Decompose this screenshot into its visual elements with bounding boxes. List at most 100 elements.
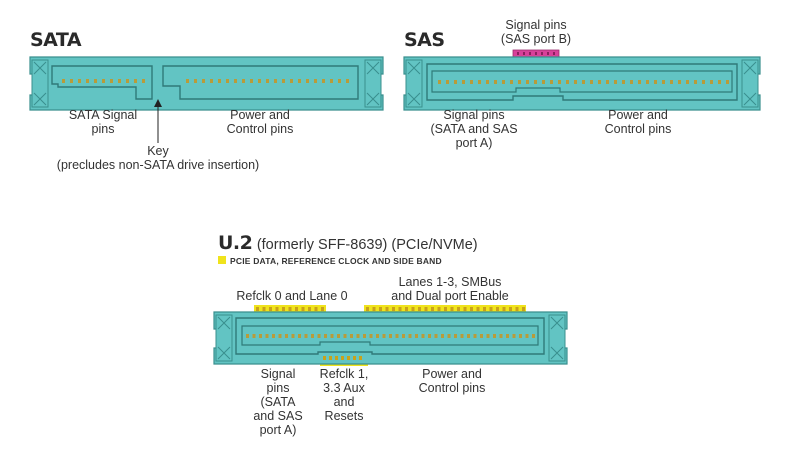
pin	[314, 307, 318, 311]
pin	[460, 334, 464, 338]
sata-pins	[62, 79, 349, 83]
pin	[515, 307, 519, 311]
pin	[662, 80, 665, 84]
pin	[110, 79, 113, 83]
pin	[262, 307, 266, 311]
pin	[405, 307, 408, 311]
pin	[330, 79, 333, 83]
pin	[86, 79, 89, 83]
pin	[382, 334, 386, 338]
pin	[486, 334, 490, 338]
pin	[194, 79, 197, 83]
pin	[210, 79, 213, 83]
pin	[541, 52, 543, 55]
sata-power-slot	[162, 65, 359, 100]
pin	[411, 307, 415, 311]
pin	[522, 307, 525, 311]
pin	[295, 307, 298, 311]
pin	[694, 80, 697, 84]
pin	[94, 79, 97, 83]
sata-right-latch	[364, 59, 382, 108]
pin	[542, 80, 545, 84]
pin	[341, 356, 344, 360]
pin	[622, 80, 625, 84]
pin	[392, 307, 395, 311]
pin	[486, 80, 489, 84]
pin	[550, 80, 553, 84]
pin	[478, 80, 481, 84]
pin	[526, 80, 529, 84]
pin	[308, 307, 311, 311]
pin	[350, 334, 353, 338]
pin	[363, 334, 366, 338]
pin	[447, 334, 451, 338]
pin	[646, 80, 649, 84]
u2-pins	[246, 307, 535, 360]
pin	[142, 79, 145, 83]
pin	[434, 334, 438, 338]
sas-port-b-label: Signal pins(SAS port B)	[500, 18, 572, 46]
pin	[509, 307, 512, 311]
pin	[282, 79, 285, 83]
pin	[259, 334, 262, 338]
u2-heading: U.2 (formerly SFF-8639) (PCIe/NVMe)	[218, 232, 478, 254]
pin	[369, 334, 373, 338]
pin	[347, 356, 350, 360]
sas-left-latch	[405, 59, 423, 108]
pin	[517, 52, 519, 55]
pin	[317, 334, 321, 338]
sata-body	[29, 56, 384, 111]
pin	[290, 79, 293, 83]
pin	[291, 334, 295, 338]
pin	[525, 334, 529, 338]
pin	[322, 79, 325, 83]
pin	[480, 334, 483, 338]
pin	[70, 79, 73, 83]
pin	[574, 80, 577, 84]
sata-key-label: Key(precludes non-SATA drive insertion)	[56, 144, 260, 172]
pin	[385, 307, 389, 311]
pin	[366, 307, 369, 311]
pin	[118, 79, 121, 83]
pin	[718, 80, 721, 84]
u2-left-latch	[215, 314, 233, 362]
pin	[424, 307, 428, 311]
pin	[493, 334, 496, 338]
pin	[678, 80, 681, 84]
pin	[314, 79, 317, 83]
pin	[275, 307, 279, 311]
pin	[402, 334, 405, 338]
pin	[274, 79, 277, 83]
pin	[329, 356, 332, 360]
pin	[431, 307, 434, 311]
pin	[376, 334, 379, 338]
sas-pins	[438, 52, 729, 84]
pin	[311, 334, 314, 338]
sata-connector	[29, 56, 384, 111]
pin	[298, 334, 301, 338]
pin	[483, 307, 486, 311]
pin	[512, 334, 516, 338]
u2-legend-label: PCIE DATA, REFERENCE CLOCK AND SIDE BAND	[230, 256, 442, 266]
legend-swatch	[218, 256, 226, 264]
pin	[246, 334, 249, 338]
pin	[502, 80, 505, 84]
pin	[338, 79, 341, 83]
pin	[379, 307, 382, 311]
pin	[288, 307, 292, 311]
pin	[134, 79, 137, 83]
pin	[534, 80, 537, 84]
pin	[476, 307, 480, 311]
pin	[470, 80, 473, 84]
pin	[337, 334, 340, 338]
pin	[463, 307, 467, 311]
pin	[496, 307, 499, 311]
pin	[330, 334, 334, 338]
